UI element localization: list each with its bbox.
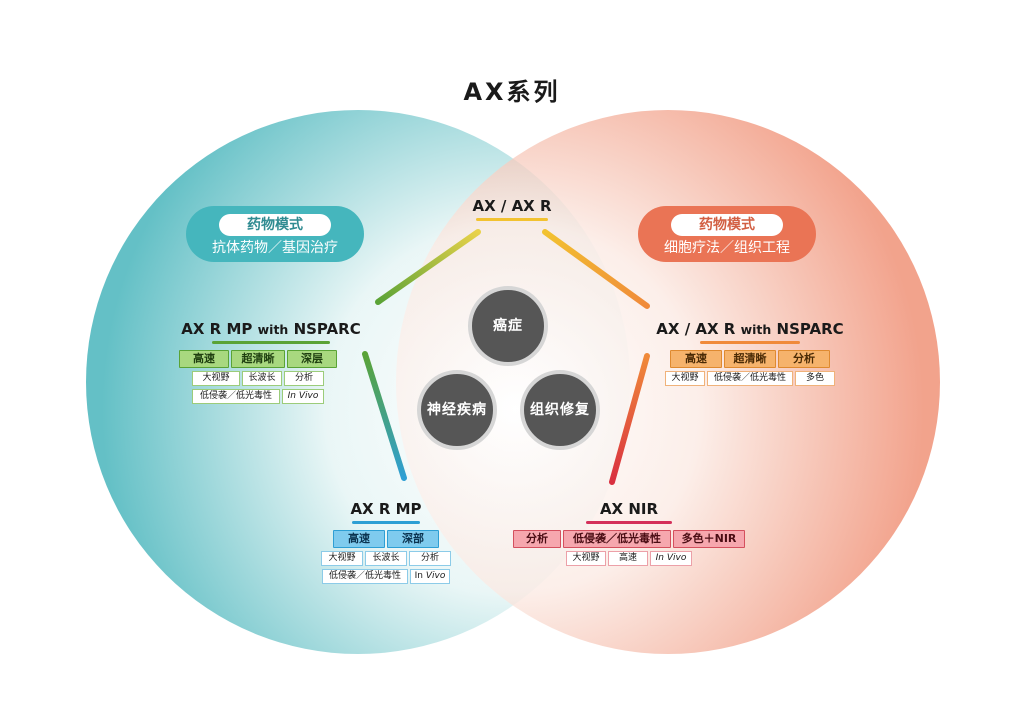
bottom-left-tag: 深部 [387, 530, 439, 548]
left-sub: 分析 [284, 371, 324, 386]
left-tag: 高速 [179, 350, 229, 368]
right-tag: 分析 [778, 350, 830, 368]
left-sub: 长波长 [242, 371, 282, 386]
bottom-left-sub-vivo: Vivo [425, 571, 446, 581]
center-circle-tissue: 组织修复 [520, 370, 600, 450]
bottom-left-sub: 低侵袭／低光毒性 [322, 569, 408, 584]
bottom-left-node-tags: 高速 深部 [316, 530, 456, 548]
bottom-right-sub: 高速 [608, 551, 648, 566]
right-tag: 超清晰 [724, 350, 776, 368]
left-node-label-tail: NSPARC [293, 320, 361, 338]
right-sub: 低侵袭／低光毒性 [707, 371, 793, 386]
right-node-label: AX / AX R with NSPARC [652, 320, 848, 344]
bottom-left-sub-in: In [414, 571, 423, 581]
bottom-left-node-underline [352, 521, 420, 524]
bottom-right-sub: 大视野 [566, 551, 606, 566]
left-node-underline [212, 341, 330, 344]
right-node-underline [700, 341, 800, 344]
bottom-right-tag: 低侵袭／低光毒性 [563, 530, 671, 548]
right-sub: 多色 [795, 371, 835, 386]
edge-left-bottom [362, 351, 407, 481]
left-node-label-main: AX R MP [181, 320, 253, 338]
left-sub: 大视野 [192, 371, 240, 386]
edge-top-left [375, 229, 481, 305]
left-node-subs-row1: 大视野 长波长 分析 [176, 371, 340, 386]
right-tag: 高速 [670, 350, 722, 368]
bottom-right-node-label: AX NIR [512, 500, 746, 524]
left-node-label: AX R MP with NSPARC [176, 320, 366, 344]
bottom-right-node-tags: 分析 低侵袭／低光毒性 多色＋NIR [512, 530, 746, 548]
bottom-right-tag: 多色＋NIR [673, 530, 745, 548]
left-node: AX R MP with NSPARC 高速 超清晰 深层 大视野 长波长 分析… [176, 320, 366, 404]
left-modality-subtitle: 抗体药物／基因治疗 [212, 240, 338, 256]
left-tag: 超清晰 [231, 350, 285, 368]
bottom-left-node-label: AX R MP [316, 500, 456, 524]
left-modality-title: 药物模式 [219, 214, 331, 236]
left-tag: 深层 [287, 350, 337, 368]
bottom-left-node-subs-row2: 低侵袭／低光毒性 In Vivo [316, 569, 456, 584]
left-sub: In Vivo [282, 389, 324, 404]
bottom-left-sub: 分析 [409, 551, 451, 566]
right-node-label-main: AX / AX R [656, 320, 736, 338]
center-circle-cancer: 癌症 [468, 286, 548, 366]
bottom-left-sub: 大视野 [321, 551, 363, 566]
right-node-label-tail: NSPARC [776, 320, 844, 338]
right-node-tags: 高速 超清晰 分析 [652, 350, 848, 368]
top-node-underline [476, 218, 548, 221]
left-node-label-with: with [257, 322, 289, 337]
right-node: AX / AX R with NSPARC 高速 超清晰 分析 大视野 低侵袭／… [652, 320, 848, 386]
left-node-subs-row2: 低侵袭／低光毒性 In Vivo [176, 389, 340, 404]
bottom-right-node: AX NIR 分析 低侵袭／低光毒性 多色＋NIR 大视野 高速 In Vivo [512, 500, 746, 566]
bottom-right-node-label-text: AX NIR [599, 500, 659, 518]
top-node: AX / AX R [452, 197, 572, 221]
right-modality-title: 药物模式 [671, 214, 783, 236]
edge-top-right [542, 229, 650, 309]
bottom-left-sub: 长波长 [365, 551, 407, 566]
bottom-right-node-subs-row1: 大视野 高速 In Vivo [512, 551, 746, 566]
bottom-right-node-underline [586, 521, 672, 524]
bottom-left-node-label-text: AX R MP [350, 500, 422, 518]
edge-right-bottom [609, 353, 650, 485]
right-modality-subtitle: 细胞疗法／组织工程 [664, 240, 790, 256]
top-node-label: AX / AX R [472, 197, 552, 215]
right-node-subs-row1: 大视野 低侵袭／低光毒性 多色 [652, 371, 848, 386]
bottom-left-node: AX R MP 高速 深部 大视野 长波长 分析 低侵袭／低光毒性 In Viv… [316, 500, 456, 584]
center-circle-neuro: 神经疾病 [417, 370, 497, 450]
bottom-left-sub-invivo: In Vivo [410, 569, 450, 584]
left-sub: 低侵袭／低光毒性 [192, 389, 280, 404]
left-node-tags: 高速 超清晰 深层 [176, 350, 340, 368]
right-node-label-with: with [740, 322, 772, 337]
page-title: AX系列 [463, 78, 561, 106]
bottom-right-tag: 分析 [513, 530, 561, 548]
bottom-left-tag: 高速 [333, 530, 385, 548]
right-sub: 大视野 [665, 371, 705, 386]
bottom-right-sub: In Vivo [650, 551, 692, 566]
left-modality-pill: 药物模式 抗体药物／基因治疗 [186, 206, 364, 262]
right-modality-pill: 药物模式 细胞疗法／组织工程 [638, 206, 816, 262]
bottom-left-node-subs-row1: 大视野 长波长 分析 [316, 551, 456, 566]
